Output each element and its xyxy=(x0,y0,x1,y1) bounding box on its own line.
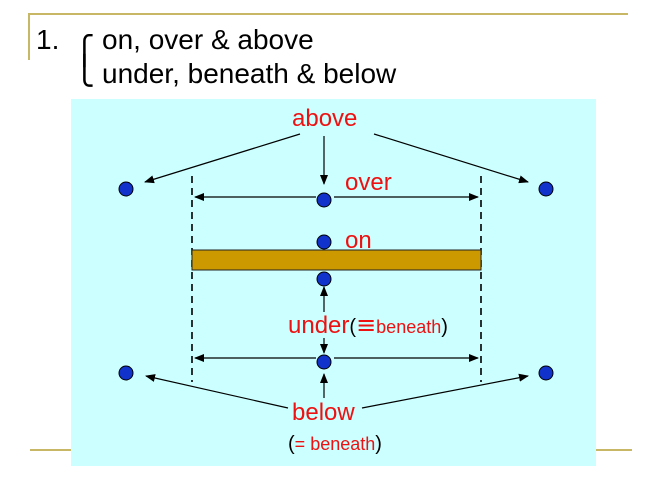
brace-top: ⎧ xyxy=(74,34,95,67)
label-under-beneath: beneath xyxy=(376,317,442,337)
dot-under-top xyxy=(316,271,332,287)
label-under-group: under(≡beneath) xyxy=(288,311,448,340)
under-paren-open: ( xyxy=(349,316,357,338)
arrow-above-left xyxy=(144,133,301,184)
top-rule xyxy=(28,13,628,15)
dot-over xyxy=(316,192,332,208)
list-number: 1. xyxy=(36,24,60,55)
dot-above-left xyxy=(118,181,134,197)
below-note-close: ) xyxy=(375,433,382,455)
label-on: on xyxy=(345,227,372,254)
header-line-2: under, beneath & below xyxy=(102,58,397,89)
label-over: over xyxy=(345,169,392,196)
label-below: below xyxy=(292,399,355,426)
brace-bottom: ⎩ xyxy=(74,54,95,87)
below-note-eq: = xyxy=(294,434,306,454)
dot-above-right xyxy=(538,181,554,197)
left-rule xyxy=(28,13,30,60)
arrow-above-right xyxy=(373,133,529,184)
arrow-below-right xyxy=(361,373,529,409)
diagram-panel xyxy=(71,99,596,466)
surface-bar xyxy=(191,249,482,271)
dot-on xyxy=(316,234,332,250)
dot-below-right xyxy=(538,365,554,381)
header-line-1: on, over & above xyxy=(102,24,314,55)
equiv-symbol: ≡ xyxy=(356,311,377,339)
label-under: under xyxy=(288,312,350,339)
under-paren-close: ) xyxy=(441,316,448,338)
arrow-below-left xyxy=(145,374,289,409)
below-note-word: beneath xyxy=(310,434,376,454)
label-above: above xyxy=(292,105,358,132)
below-note-group: (= beneath) xyxy=(288,433,382,456)
below-note-open: ( xyxy=(288,433,295,455)
dot-below-left xyxy=(118,365,134,381)
dot-beneath xyxy=(316,354,332,370)
